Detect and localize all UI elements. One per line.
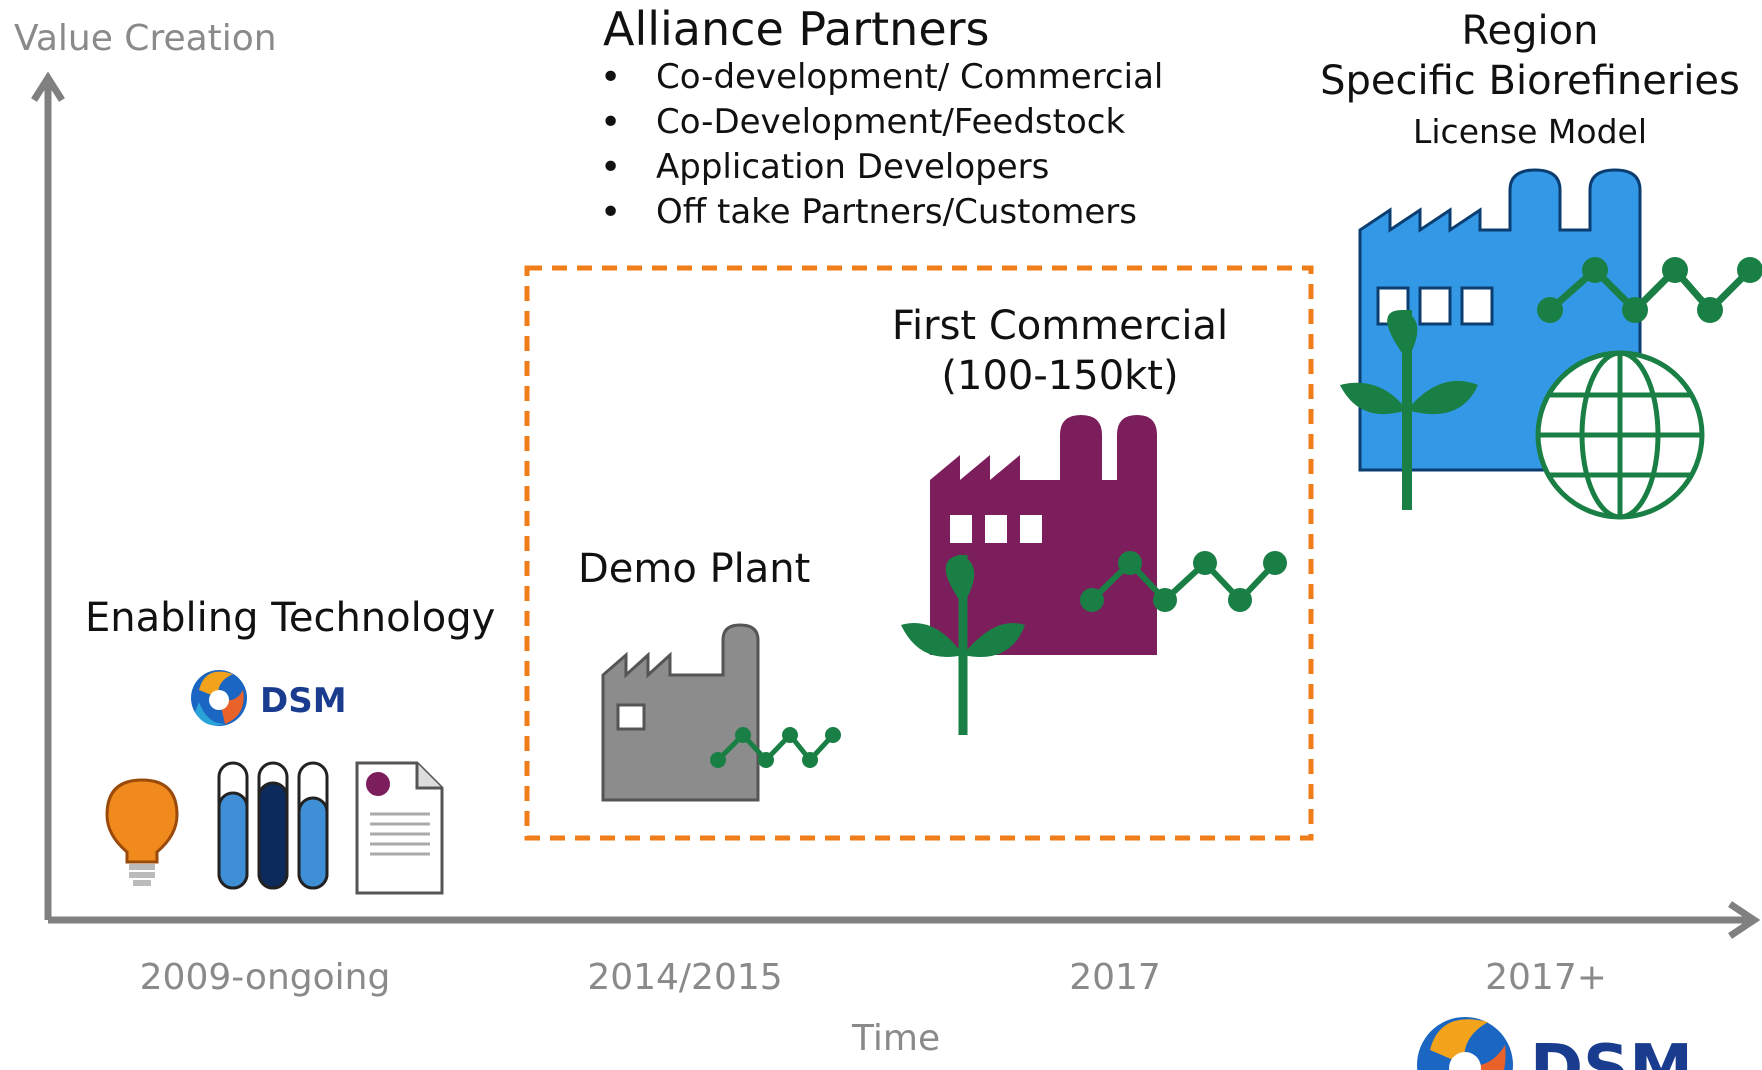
region-factory-icon xyxy=(1340,168,1762,520)
alliance-bullet: Co-Development/Feedstock xyxy=(600,100,1163,145)
y-axis-arrow xyxy=(31,71,65,102)
first-commercial-line1: First Commercial xyxy=(891,303,1229,349)
region-line1: Region xyxy=(1461,8,1599,54)
tick-2014: 2014/2015 xyxy=(587,957,783,998)
x-axis-label: Time xyxy=(852,1018,941,1059)
tick-2017-plus: 2017+ xyxy=(1485,957,1607,998)
alliance-bullet: Off take Partners/Customers xyxy=(600,190,1163,235)
commercial-factory-icon xyxy=(901,415,1287,735)
dsm-logo-icon: DSM xyxy=(191,670,347,726)
enabling-technology-label: Enabling Technology xyxy=(85,595,496,641)
region-line2: Specific Biorefineries xyxy=(1320,58,1740,104)
test-tubes-icon xyxy=(217,761,329,890)
document-icon xyxy=(355,761,444,895)
demo-plant-label: Demo Plant xyxy=(578,546,811,592)
dsm-logo-large-text: DSM xyxy=(1530,1032,1693,1070)
region-line3: License Model xyxy=(1413,112,1647,151)
first-commercial-line2: (100-150kt) xyxy=(941,353,1179,399)
alliance-bullet: Application Developers xyxy=(600,145,1163,190)
tick-2017: 2017 xyxy=(1069,957,1161,998)
demo-factory-icon xyxy=(601,623,841,802)
lightbulb-icon xyxy=(105,778,179,886)
alliance-title: Alliance Partners xyxy=(603,2,990,56)
alliance-bullet: Co-development/ Commercial xyxy=(600,55,1163,100)
dsm-logo-text: DSM xyxy=(260,681,347,721)
x-axis-arrow xyxy=(1728,901,1761,939)
tick-2009: 2009-ongoing xyxy=(139,957,391,998)
alliance-bullets: Co-development/ Commercial Co-Developmen… xyxy=(600,55,1163,235)
y-axis-label: Value Creation xyxy=(14,18,277,59)
